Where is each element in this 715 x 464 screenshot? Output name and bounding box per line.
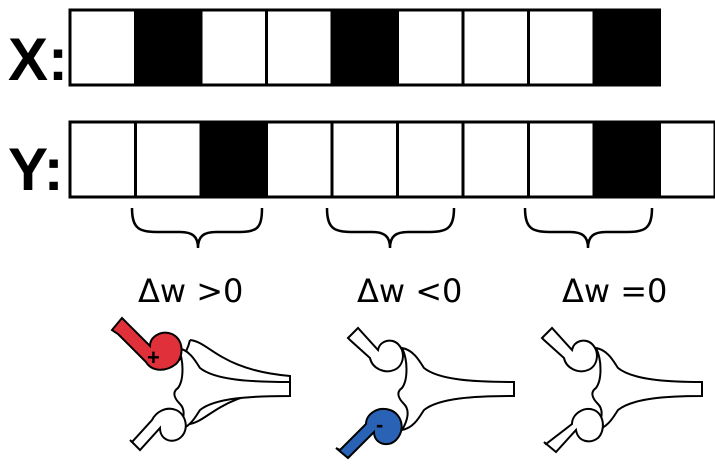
spike-cell-off [461,8,530,87]
spike-cell-off [68,8,137,87]
spike-cell-off [527,120,596,199]
spike-cell-off [658,120,715,199]
dw-label-negative: Δw <0 [357,272,462,310]
spike-cell-off [68,120,137,199]
arrow-synapse-icon [540,326,598,373]
minus-sign: - [376,412,383,437]
spike-cell-off [134,120,203,199]
arrow-synapse-icon [129,407,187,452]
spike-cell-off [461,120,530,199]
plus-sign: + [147,345,160,370]
arrow-synapse-icon [346,326,404,373]
neuron-zero [540,326,703,454]
dw-label-positive: Δw >0 [138,272,243,310]
brace-group-2 [325,207,456,249]
neuron-positive: + [110,316,291,452]
spike-cell-off [265,8,334,87]
brace-group-3 [523,207,654,249]
row-y-label: Y: [8,136,64,203]
spike-cell-off [527,8,596,87]
spike-cell-off [396,8,465,87]
spike-cell-off [330,120,399,199]
spike-cell-off [265,120,334,199]
dw-label-zero: Δw =0 [562,272,667,310]
neuron-negative: - [335,326,515,460]
spike-cell-on [592,8,661,87]
brace-group-1 [130,207,264,249]
arrow-synapse-icon: - [335,408,403,460]
arrow-synapse-icon [543,408,604,454]
arrow-synapse-icon: + [110,316,183,371]
spike-cell-on [592,120,661,199]
row-x-label: X: [8,26,68,93]
spike-cell-on [330,8,399,87]
spike-train-x [68,8,661,87]
spike-cell-off [396,120,465,199]
spike-train-y [68,120,715,199]
spike-cell-on [199,120,268,199]
spike-cell-on [134,8,203,87]
spike-cell-off [199,8,268,87]
